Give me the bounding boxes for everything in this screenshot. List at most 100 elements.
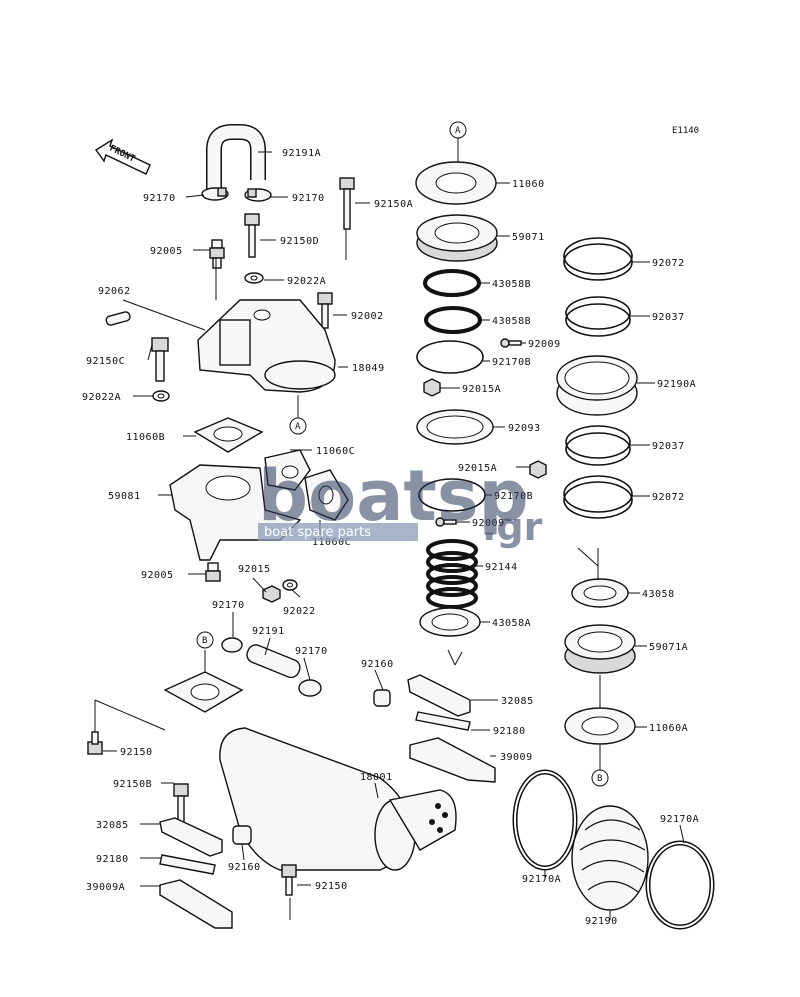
collar-92093 — [416, 409, 494, 445]
stay-32085-upper — [407, 674, 471, 717]
gasket-11060C-upper — [264, 449, 311, 491]
label-92072: 92072 — [652, 492, 685, 503]
washer-92022A-lower — [152, 390, 170, 402]
muffler-18001 — [219, 727, 457, 871]
nut-92015 — [262, 585, 281, 603]
plate-92180-upper — [415, 711, 471, 731]
label-92191A: 92191A — [282, 148, 321, 159]
label-92150D: 92150D — [280, 236, 319, 247]
snap-ring-92170B-upper — [416, 340, 484, 374]
bolt-92150D — [244, 213, 260, 258]
ref-marker-a-elbow: A — [289, 417, 307, 435]
svg-text:A: A — [295, 422, 301, 432]
front-arrow-icon: FRONT — [94, 138, 151, 175]
label-32085: 32085 — [501, 696, 534, 707]
label-32085: 32085 — [96, 820, 129, 831]
label-92002: 92002 — [351, 311, 384, 322]
svg-text:B: B — [597, 774, 602, 784]
label-18049: 18049 — [352, 363, 385, 374]
band-92072-upper — [563, 237, 633, 281]
label-92170: 92170 — [292, 193, 325, 204]
label-92015A: 92015A — [458, 463, 497, 474]
label-92190: 92190 — [585, 916, 618, 927]
screw-92009-upper — [500, 338, 522, 348]
clamp-92170-lower-left — [221, 637, 243, 653]
label-92190A: 92190A — [657, 379, 696, 390]
svg-text:B: B — [202, 636, 207, 646]
label-92009: 92009 — [472, 518, 505, 529]
label-92150: 92150 — [120, 747, 153, 758]
label-43058B: 43058B — [492, 279, 531, 290]
label-11060: 11060 — [512, 179, 545, 190]
fitting-92005-lower — [205, 562, 221, 582]
gasket-11060C-lower — [304, 469, 349, 521]
boot-92190A — [556, 355, 638, 416]
label-92170: 92170 — [143, 193, 176, 204]
fitting-92005-upper — [209, 239, 225, 269]
label-92144: 92144 — [485, 562, 518, 573]
bracket-39009A — [159, 879, 233, 929]
label-92170: 92170 — [212, 600, 245, 611]
ref-marker-b-right: B — [591, 769, 609, 787]
plate-92180-lower — [159, 854, 216, 875]
washer-92022 — [282, 579, 298, 591]
label-11060A: 11060A — [649, 723, 688, 734]
screw-92009-lower — [435, 517, 457, 527]
label-92022A: 92022A — [287, 276, 326, 287]
label-43058B: 43058B — [492, 316, 531, 327]
ring-59071A — [564, 624, 636, 674]
nut-92015A-upper — [423, 378, 441, 397]
bolt-92150A — [339, 177, 355, 230]
label-92037: 92037 — [652, 441, 685, 452]
hose-92191A — [206, 124, 266, 190]
label-92180: 92180 — [96, 854, 129, 865]
label-92005: 92005 — [150, 246, 183, 257]
bolt-92002 — [317, 292, 333, 329]
label-92150A: 92150A — [374, 199, 413, 210]
label-92015A: 92015A — [462, 384, 501, 395]
label-92150B: 92150B — [113, 779, 152, 790]
label-11060C: 11060C — [312, 537, 351, 548]
label-18001: 18001 — [360, 772, 393, 783]
label-92009: 92009 — [528, 339, 561, 350]
leader-lines — [94, 138, 685, 920]
spring-92144 — [426, 539, 478, 609]
clamp-92170A-left — [512, 769, 578, 871]
label-11060B: 11060B — [126, 432, 165, 443]
stay-32085-lower — [159, 817, 223, 857]
watermark-tagline: boat spare parts — [264, 525, 371, 540]
label-92170B: 92170B — [492, 357, 531, 368]
seal-43058 — [571, 578, 629, 608]
label-43058A: 43058A — [492, 618, 531, 629]
label-92093: 92093 — [508, 423, 541, 434]
clamp-92170-left — [201, 187, 229, 201]
label-92180: 92180 — [493, 726, 526, 737]
label-39009A: 39009A — [86, 882, 125, 893]
gasket-11060A — [564, 707, 636, 745]
label-92170B: 92170B — [494, 491, 533, 502]
svg-text:A: A — [455, 126, 461, 136]
bolt-92150-lower — [281, 864, 297, 896]
watermark-suffix: .gr — [482, 505, 543, 549]
label-92170A: 92170A — [522, 874, 561, 885]
clamp-92170A-right — [645, 840, 715, 930]
boot-92190 — [571, 805, 649, 911]
label-59081: 59081 — [108, 491, 141, 502]
label-92005: 92005 — [141, 570, 174, 581]
label-39009: 39009 — [500, 752, 533, 763]
label-11060C: 11060C — [316, 446, 355, 457]
label-92015: 92015 — [238, 564, 271, 575]
label-92022A: 92022A — [82, 392, 121, 403]
nut-92015A-lower — [529, 460, 547, 479]
label-92160: 92160 — [361, 659, 394, 670]
bushing-92160-upper — [373, 689, 391, 707]
seal-43058A — [419, 607, 481, 637]
pin-92062 — [105, 311, 131, 326]
band-92072-lower — [563, 475, 633, 519]
band-92037-lower — [565, 425, 631, 466]
label-92170: 92170 — [295, 646, 328, 657]
band-92037-upper — [565, 296, 631, 337]
bracket-39009 — [409, 737, 496, 783]
label-92150: 92150 — [315, 881, 348, 892]
label-92160: 92160 — [228, 862, 261, 873]
